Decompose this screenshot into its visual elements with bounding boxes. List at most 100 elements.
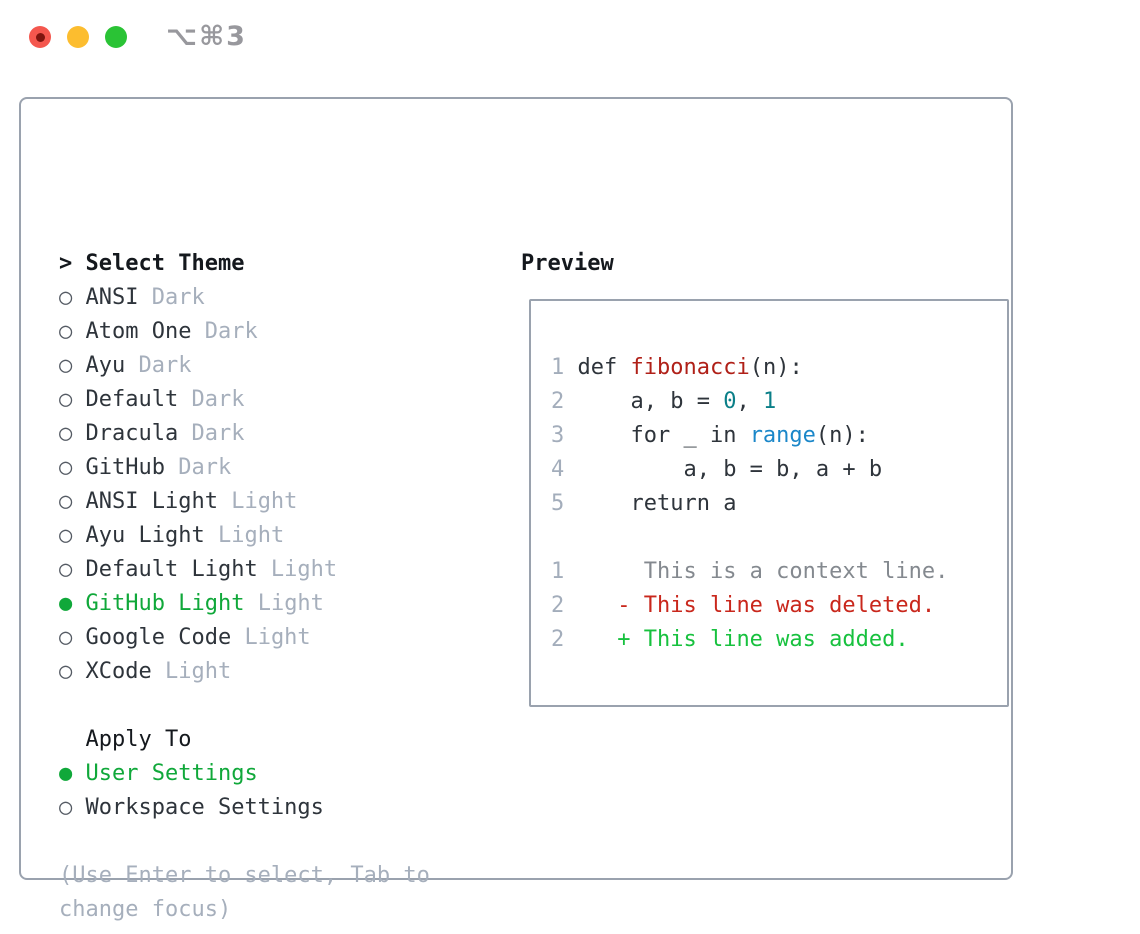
theme-option[interactable]: ○ Default Light Light [59,553,430,587]
theme-name: GitHub Light [85,591,245,616]
apply-to-title: Apply To [59,727,192,752]
theme-name: GitHub [85,455,165,480]
theme-name: Default [85,387,179,412]
close-button-dot [35,32,45,42]
line-number: 2 [551,389,578,414]
radio-icon: ○ [59,455,86,480]
radio-icon: ○ [59,489,86,514]
radio-icon: ○ [59,523,86,548]
code-line: 3 for _ in range(n): [551,419,948,453]
line-number: 1 [551,559,578,584]
apply-option[interactable]: ● User Settings [59,757,430,791]
theme-option[interactable]: ○ Atom One Dark [59,315,430,349]
apply-to-header: Apply To [59,723,430,757]
theme-name: Atom One [85,319,192,344]
radio-icon: ○ [59,557,86,582]
theme-variant-tag: Light [204,523,285,548]
code-segment-code: for _ in [577,423,750,448]
apply-option-label: User Settings [85,761,258,786]
window-shortcut-label: ⌥⌘3 [166,21,247,52]
line-number: 2 [551,593,578,618]
theme-option[interactable]: ○ Default Dark [59,383,430,417]
theme-option[interactable]: ○ Ayu Dark [59,349,430,383]
code-segment-del: - This line was deleted. [577,593,936,618]
theme-variant-tag: Dark [138,285,205,310]
radio-icon: ○ [59,285,86,310]
help-text-line: change focus) [59,893,430,927]
code-line: 5 return a [551,487,948,521]
radio-icon: ● [59,591,86,616]
code-segment-ctx: This is a context line. [577,559,949,584]
code-line: 2 a, b = 0, 1 [551,385,948,419]
radio-icon: ○ [59,353,86,378]
theme-option[interactable]: ● GitHub Light Light [59,587,430,621]
line-number: 3 [551,423,578,448]
theme-option[interactable]: ○ ANSI Light Light [59,485,430,519]
line-number [551,525,578,550]
theme-name: Ayu [85,353,126,378]
theme-name: XCode [85,659,152,684]
radio-icon: ○ [59,625,86,650]
code-line [551,521,948,555]
traffic-lights [29,26,127,48]
radio-icon: ○ [59,795,86,820]
code-segment-func: fibonacci [630,355,750,380]
spacer-row [59,825,430,859]
apply-option-label: Workspace Settings [85,795,324,820]
help-text-line: (Use Enter to select, Tab to [59,859,430,893]
theme-variant-tag: Dark [178,387,245,412]
zoom-button[interactable] [105,26,127,48]
theme-option[interactable]: ○ XCode Light [59,655,430,689]
help-text: (Use Enter to select, Tab to [59,863,430,888]
code-segment-code: (n): [815,423,869,448]
theme-option[interactable]: ○ ANSI Dark [59,281,430,315]
spacer-row [59,689,430,723]
line-number: 5 [551,491,578,516]
line-number: 4 [551,457,578,482]
theme-name: ANSI Light [85,489,218,514]
radio-icon: ○ [59,319,86,344]
theme-picker-panel: > Select Theme○ ANSI Dark○ Atom One Dark… [19,97,1013,922]
theme-name: Default Light [85,557,258,582]
line-number: 2 [551,627,578,652]
code-segment-lit: 0 [723,389,737,414]
theme-variant-tag: Light [244,591,324,616]
code-segment-code: (n): [749,355,803,380]
theme-name: Ayu Light [85,523,205,548]
theme-name: ANSI [85,285,139,310]
radio-icon: ○ [59,659,86,684]
theme-option[interactable]: ○ GitHub Dark [59,451,430,485]
theme-option[interactable]: ○ Ayu Light Light [59,519,430,553]
theme-name: Google Code [85,625,232,650]
code-segment-code: a, b = [577,389,724,414]
apply-option[interactable]: ○ Workspace Settings [59,791,430,825]
theme-variant-tag: Dark [191,319,258,344]
theme-variant-tag: Dark [164,455,232,480]
preview-heading: Preview [521,251,614,276]
code-line: 1 def fibonacci(n): [551,351,948,385]
radio-icon: ○ [59,387,86,412]
selection-marker-icon: > [59,251,86,276]
code-segment-code: def [577,355,631,380]
help-text: change focus) [59,897,232,922]
code-segment-call: range [749,423,816,448]
code-line: 2 - This line was deleted. [551,589,948,623]
code-line: 4 a, b = b, a + b [551,453,948,487]
code-segment-code: return a [577,491,737,516]
line-number: 1 [551,355,578,380]
close-button[interactable] [29,26,51,48]
radio-icon: ● [59,761,86,786]
theme-variant-tag: Light [151,659,232,684]
code-segment-code: a, b = b, a + b [577,457,883,482]
theme-variant-tag: Dark [178,421,245,446]
theme-option[interactable]: ○ Dracula Dark [59,417,430,451]
code-segment-add: + This line was added. [577,627,909,652]
minimize-button[interactable] [67,26,89,48]
code-line: 1 This is a context line. [551,555,948,589]
theme-variant-tag: Light [217,489,298,514]
code-segment-code: , [736,389,763,414]
radio-icon: ○ [59,421,86,446]
theme-option[interactable]: ○ Google Code Light [59,621,430,655]
